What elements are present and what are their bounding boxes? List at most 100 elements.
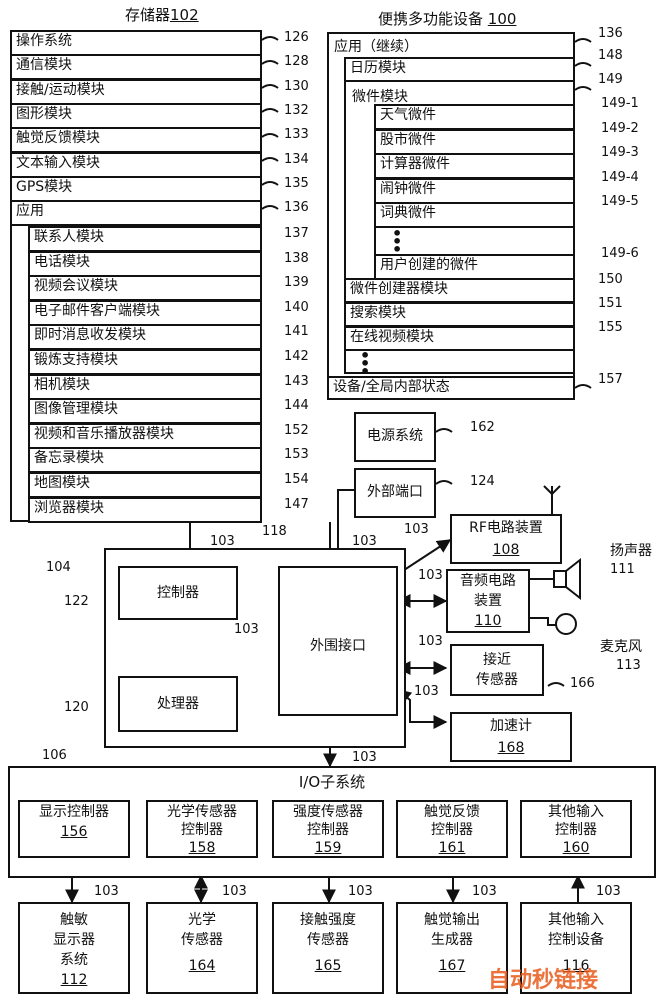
accelerometer-box xyxy=(450,712,572,762)
proximity-sensor-label-1: 接近 xyxy=(483,652,511,668)
io-controller-label-1: 光学传感器 xyxy=(167,804,237,820)
bus-label: 103 xyxy=(94,884,119,899)
io-controller-ref: 159 xyxy=(314,840,342,856)
io-controller-label-2: 控制器 xyxy=(431,822,473,838)
memory-row: GPS模块 xyxy=(10,175,262,202)
memory-app-ref: 154 xyxy=(284,472,309,487)
widget-item: 词典微件 xyxy=(374,202,575,228)
io-controller-label-1: 触觉反馈 xyxy=(424,804,480,820)
device-state-ref: 157 xyxy=(598,372,623,387)
io-controller-label-1: 显示控制器 xyxy=(39,804,109,820)
processor-ref: 120 xyxy=(64,700,89,715)
widget-item-ref: 149-1 xyxy=(601,96,639,111)
widget-item-ref: 149-2 xyxy=(601,120,639,136)
io-device-label-2: 控制设备 xyxy=(548,932,604,948)
online-video-ref: 155 xyxy=(598,320,623,335)
power-system-label: 电源系统 xyxy=(367,428,423,444)
memory-app-row: 图像管理模块 xyxy=(28,398,262,425)
memory-app-ref: 141 xyxy=(284,324,309,340)
io-device-ref: 165 xyxy=(314,958,342,974)
memory-row-ref: 134 xyxy=(284,151,309,167)
io-device-ref: 112 xyxy=(60,972,88,988)
controller-box xyxy=(118,566,238,620)
io-controller-box xyxy=(396,800,508,858)
io-controller-label-2: 控制器 xyxy=(181,822,223,838)
memory-app-row: 相机模块 xyxy=(28,373,262,400)
speaker-label: 扬声器 xyxy=(610,543,652,559)
io-controller-ref: 160 xyxy=(562,840,590,856)
audio-circuitry-label-2: 装置 xyxy=(474,593,502,609)
bus-label: 103 xyxy=(596,884,621,899)
controller-label: 控制器 xyxy=(157,585,199,601)
io-device-ref: 116 xyxy=(562,958,590,974)
memory-app-row: 联系人模块 xyxy=(28,226,262,252)
processor-box xyxy=(118,676,238,732)
io-controller-label-1: 强度传感器 xyxy=(293,804,363,820)
bus-label: 103 xyxy=(352,750,377,765)
device-state: 设备/全局内部状态 xyxy=(327,376,575,400)
proximity-sensor-box xyxy=(450,644,544,696)
widget-creator-ref: 150 xyxy=(598,272,623,287)
widget-item: 闹钟微件 xyxy=(374,177,575,204)
memory-app-ref: 143 xyxy=(284,373,309,389)
microphone-label: 麦克风 xyxy=(600,639,642,655)
memory-row-ref: 130 xyxy=(284,78,309,94)
speaker-icon xyxy=(553,557,581,601)
io-device-label-2: 传感器 xyxy=(307,932,349,948)
widget-item-ref: 149-5 xyxy=(601,194,639,209)
io-controller-ref: 156 xyxy=(60,824,88,840)
io-device-ref: 167 xyxy=(438,958,466,974)
memory-app-ref: 139 xyxy=(284,275,309,291)
memory-row-ref: 132 xyxy=(284,102,309,118)
io-controller-label-2: 控制器 xyxy=(555,822,597,838)
device-title: 便携多功能设备 100 xyxy=(378,10,517,28)
memory-row: 操作系统 xyxy=(10,30,262,56)
bus-label: 103 xyxy=(404,522,429,537)
io-device-box xyxy=(18,902,130,994)
io-subsystem-ref: 106 xyxy=(42,748,67,763)
accelerometer-ref: 168 xyxy=(497,740,525,756)
io-device-label-2: 显示器 xyxy=(53,932,95,948)
io-device-label-2: 传感器 xyxy=(181,932,223,948)
external-port-ref: 124 xyxy=(470,474,495,489)
bus-label: 103 xyxy=(472,884,497,899)
power-system-box xyxy=(354,412,436,462)
memory-row-ref: 128 xyxy=(284,54,309,70)
audio-circuitry-ref: 110 xyxy=(474,613,502,629)
calendar-module: 日历模块 xyxy=(344,57,575,82)
rf-circuitry-box xyxy=(450,514,562,564)
memory-app-row: 备忘录模块 xyxy=(28,447,262,474)
microphone-icon xyxy=(555,613,577,635)
proximity-sensor-label-2: 传感器 xyxy=(476,672,518,688)
memory-app-ref: 153 xyxy=(284,447,309,463)
bus-label: 103 xyxy=(418,634,443,649)
peripheral-interface-label: 外围接口 xyxy=(310,638,366,654)
io-device-ref: 164 xyxy=(188,958,216,974)
device-ellipsis: ••• xyxy=(360,346,371,381)
widget-creator-module: 微件创建器模块 xyxy=(344,278,575,303)
rf-circuitry-ref: 108 xyxy=(492,542,520,558)
memory-app-ref: 147 xyxy=(284,496,309,512)
widget-ellipsis: ••• xyxy=(392,224,403,259)
bus-label: 103 xyxy=(210,534,235,549)
io-device-box xyxy=(272,902,384,994)
apps-continued-ref: 136 xyxy=(598,26,623,41)
audio-circuitry-box xyxy=(446,569,530,633)
memory-row: 接触/运动模块 xyxy=(10,78,262,105)
watermark-logo: 自动秒链接 xyxy=(488,968,599,993)
memory-app-row: 视频和音乐播放器模块 xyxy=(28,422,262,449)
memory-app-row: 视频会议模块 xyxy=(28,275,262,302)
widget-item: 用户创建的微件 xyxy=(374,254,575,280)
memory-app-row: 电子邮件客户端模块 xyxy=(28,299,262,326)
memory-app-row: 即时消息收发模块 xyxy=(28,324,262,351)
controller-ref: 122 xyxy=(64,594,89,609)
accelerometer-label: 加速计 xyxy=(490,718,532,734)
io-device-box xyxy=(146,902,258,994)
apps-continued-label: 应用（继续） xyxy=(334,39,418,55)
peripheral-interface-box xyxy=(278,566,398,716)
memory-app-row: 地图模块 xyxy=(28,472,262,498)
io-controller-box xyxy=(520,800,632,858)
io-controller-label-2: 控制器 xyxy=(307,822,349,838)
rf-circuitry-label: RF电路装置 xyxy=(469,520,543,536)
audio-circuitry-label-1: 音频电路 xyxy=(460,573,516,589)
